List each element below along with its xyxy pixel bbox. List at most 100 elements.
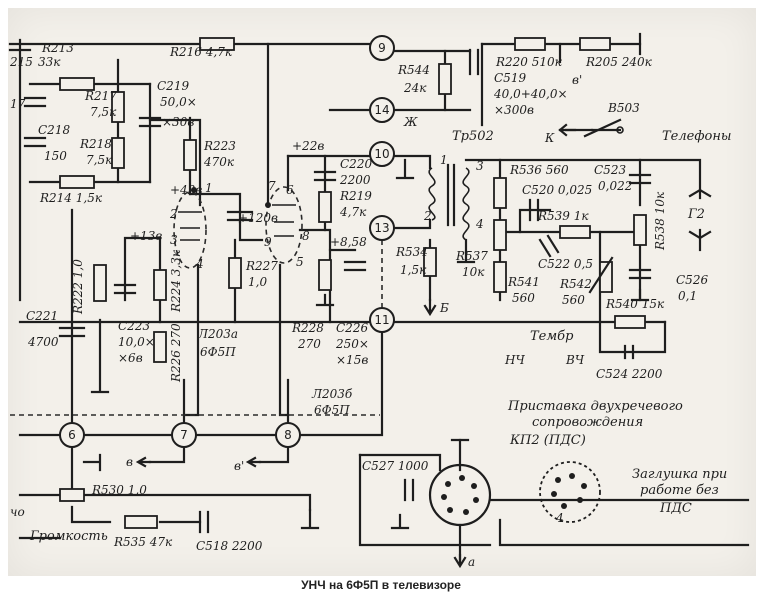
ground-r222 <box>90 318 110 394</box>
label-r541-value: 560 <box>512 291 535 305</box>
label-r539: R539 1к <box>537 209 589 223</box>
label-r214: R214 1,5к <box>39 191 103 205</box>
label-r538: R538 10к <box>653 191 667 251</box>
capacitor-c219 <box>138 116 162 128</box>
wire-anode-a <box>188 192 242 224</box>
label-r542: R542 <box>559 277 592 291</box>
node-13: 13 <box>369 215 395 241</box>
node-6: 6 <box>59 422 85 448</box>
capacitor-c220 <box>313 170 337 182</box>
resistor-r541 <box>493 261 507 293</box>
ground-c526 <box>630 288 650 302</box>
ground-c226 <box>315 293 335 307</box>
label-r218-value: 7,5к <box>86 153 113 167</box>
capacitor-c526 <box>628 268 652 280</box>
label-zpin: 4 <box>555 511 564 525</box>
capacitor-c217 <box>23 96 47 108</box>
label-c518: C518 2200 <box>196 539 263 553</box>
resistor-r224 <box>153 269 167 301</box>
label-pin7: 7 <box>268 179 276 193</box>
wire-cathode-a <box>123 236 162 302</box>
transformer-tr502 <box>428 163 470 241</box>
label-zaglushka-2: работе без <box>640 483 719 498</box>
label-tpin3: 3 <box>476 159 484 173</box>
label-r213-value: 33к <box>38 55 61 69</box>
label-c226-value: 250× <box>335 337 369 351</box>
label-ch-left: чо <box>10 505 25 519</box>
resistor-r544 <box>438 63 452 95</box>
capacitor-c524 <box>623 344 635 360</box>
label-c217: 17 <box>10 97 26 111</box>
wire-node10-right <box>392 154 432 170</box>
label-c526-value: 0,1 <box>678 289 697 303</box>
label-r224: R224 3,3к <box>169 249 183 313</box>
label-r537-value: 10к <box>462 265 485 279</box>
label-a-bottom: а <box>468 555 475 569</box>
label-c221: C221 <box>26 309 58 323</box>
ground-node6 <box>82 453 102 472</box>
label-c218-value: 150 <box>44 149 67 163</box>
capacitor-c519 <box>468 48 480 76</box>
label-plus22: +22в <box>292 139 324 153</box>
wire-phones-top <box>638 158 702 200</box>
wire-node8-down <box>258 445 290 464</box>
label-c519: C519 <box>494 71 526 85</box>
label-r541: R541 <box>507 275 540 289</box>
label-r219: R219 <box>339 189 372 203</box>
label-r217-value: 7,5к <box>90 105 117 119</box>
resistor-r536 <box>493 177 507 209</box>
label-plus42: +42в <box>170 183 202 197</box>
node-7: 7 <box>171 422 197 448</box>
label-pin5: 5 <box>296 255 304 269</box>
resistor-r205 <box>579 37 611 51</box>
label-r215: 215 <box>9 55 33 69</box>
svg-text:13: 13 <box>374 221 389 235</box>
wire-c520 <box>518 208 552 234</box>
label-zaglushka-1: Заглушка при <box>632 467 727 482</box>
label-r220: R220 510к <box>495 55 563 69</box>
capacitor-c223 <box>113 283 137 295</box>
label-pin2: 2 <box>169 207 178 221</box>
arrow-a <box>453 553 467 569</box>
wire-c-coupling <box>238 220 264 242</box>
label-pin9: 9 <box>264 235 272 249</box>
label-c219: C219 <box>157 79 189 93</box>
label-r535: R535 47к <box>113 535 173 549</box>
label-b: Б <box>439 301 449 315</box>
node-8: 8 <box>275 422 301 448</box>
wire-node7-down <box>148 445 186 464</box>
label-r223-value: 470к <box>203 155 235 169</box>
ground-c219 <box>395 158 415 180</box>
label-timbre: Тембр <box>530 329 574 344</box>
label-c520: C520 0,025 <box>522 183 592 197</box>
label-pin8: 8 <box>302 229 310 243</box>
label-c221-value: 4700 <box>27 335 59 349</box>
label-c220: C220 <box>340 157 372 171</box>
capacitor-c221 <box>58 326 86 338</box>
label-c526: C526 <box>676 273 708 287</box>
resistor-r538 <box>633 214 647 246</box>
resistor-r217 <box>111 91 125 123</box>
resistor-r214 <box>59 175 95 189</box>
label-r222: R222 1,0 <box>71 259 85 315</box>
arrow-v <box>135 456 152 468</box>
label-plus120: +120в <box>238 211 278 225</box>
wire-c527 <box>358 453 442 472</box>
label-c226: C226 <box>336 321 368 335</box>
label-r223: R223 <box>203 139 236 153</box>
svg-text:10: 10 <box>374 147 389 161</box>
label-r536: R536 560 <box>509 163 569 177</box>
resistor-r216 <box>199 37 235 51</box>
resistor-r219 <box>318 191 332 223</box>
svg-text:11: 11 <box>374 313 389 327</box>
capacitor-c520 <box>528 198 540 222</box>
label-r537: R537 <box>455 249 488 263</box>
label-tr502: Тр502 <box>452 129 494 144</box>
resistor-r535 <box>124 515 158 529</box>
label-c220-value: 2200 <box>339 173 371 187</box>
svg-text:9: 9 <box>378 41 386 55</box>
label-r534: R534 <box>395 245 428 259</box>
label-r218: R218 <box>79 137 112 151</box>
label-c527: C527 1000 <box>362 459 429 473</box>
connector-kp2 <box>428 463 492 527</box>
